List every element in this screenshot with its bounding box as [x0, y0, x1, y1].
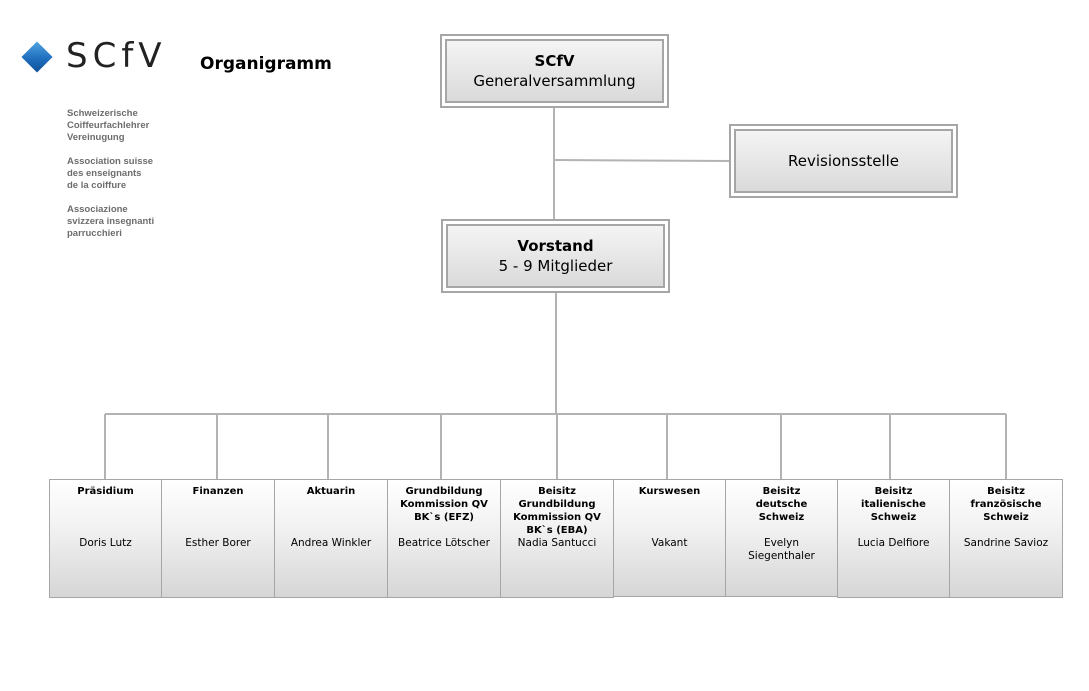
member-role: Beisitz italienische Schweiz	[861, 486, 926, 523]
association-names: Schweizerische Coiffeurfachlehrer Verein…	[67, 108, 197, 252]
revisionsstelle-box: Revisionsstelle	[729, 124, 958, 198]
member-name: Esther Borer	[185, 537, 251, 549]
gv-subtitle: Generalversammlung	[473, 72, 636, 90]
vorstand-title: Vorstand	[517, 237, 594, 255]
association-name-it: Associazione svizzera insegnanti parrucc…	[67, 204, 155, 239]
member-role: Beisitz deutsche Schweiz	[755, 486, 808, 523]
logo-text: SCfV	[66, 36, 167, 76]
member-role: Beisitz französische Schweiz	[970, 486, 1042, 523]
member-name: Andrea Winkler	[290, 537, 372, 549]
member-role: Präsidium	[77, 486, 134, 497]
vorstand-subtitle: 5 - 9 Mitglieder	[498, 257, 613, 275]
member-role: Finanzen	[192, 486, 244, 497]
member-name: Beatrice Lötscher	[398, 537, 490, 549]
member-box-grundbildung-efz: Grundbildung Kommission QV BK`s (EFZ) Be…	[387, 479, 501, 598]
member-box-italienische-schweiz: Beisitz italienische Schweiz Lucia Delfi…	[837, 479, 950, 598]
scfv-logo: SCfV	[21, 36, 162, 82]
member-box-deutsche-schweiz: Beisitz deutsche Schweiz Evelyn Siegenth…	[725, 479, 838, 597]
member-name: Nadia Santucci	[517, 537, 597, 549]
member-role: Beisitz Grundbildung Kommission QV BK`s …	[513, 486, 601, 536]
member-box-praesidium: Präsidium Doris Lutz	[49, 479, 162, 598]
member-box-finanzen: Finanzen Esther Borer	[161, 479, 275, 598]
member-role: Aktuarin	[306, 486, 356, 497]
revision-connector	[553, 159, 733, 162]
association-name-fr: Association suisse des enseignants de la…	[67, 156, 154, 191]
member-name: Evelyn Siegenthaler	[748, 537, 815, 562]
member-role: Kurswesen	[638, 486, 701, 497]
member-box-kurswesen: Kurswesen Vakant	[613, 479, 726, 597]
member-name: Lucia Delfiore	[857, 537, 930, 549]
member-box-franzoesische-schweiz: Beisitz französische Schweiz Sandrine Sa…	[949, 479, 1063, 598]
gv-title: SCfV	[534, 52, 575, 70]
association-name-de: Schweizerische Coiffeurfachlehrer Verein…	[67, 108, 150, 143]
member-name: Sandrine Savioz	[963, 537, 1049, 549]
member-name: Vakant	[651, 537, 688, 549]
member-box-grundbildung-eba: Beisitz Grundbildung Kommission QV BK`s …	[500, 479, 614, 598]
member-name: Doris Lutz	[79, 537, 132, 549]
member-role: Grundbildung Kommission QV BK`s (EFZ)	[400, 486, 488, 523]
generalversammlung-box: SCfV Generalversammlung	[440, 34, 669, 108]
page-title: Organigramm	[200, 54, 332, 74]
member-box-aktuarin: Aktuarin Andrea Winkler	[274, 479, 388, 598]
vorstand-box: Vorstand 5 - 9 Mitglieder	[441, 219, 670, 293]
revision-label: Revisionsstelle	[788, 152, 899, 170]
